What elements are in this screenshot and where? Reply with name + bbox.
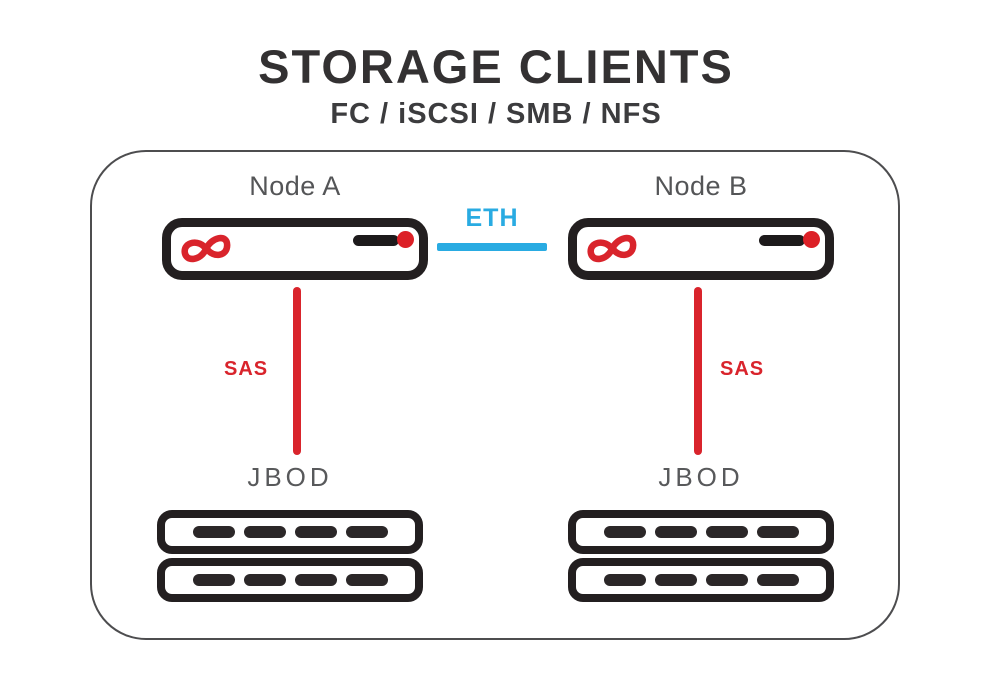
jbod-shelf	[568, 558, 834, 602]
jbod-shelf	[157, 510, 423, 554]
node-a-label: Node A	[249, 171, 341, 201]
power-led-icon	[397, 231, 414, 248]
drive-slot-icon	[243, 526, 286, 538]
jbod-shelf	[568, 510, 834, 554]
server-node-b	[568, 218, 834, 280]
drive-slot-icon	[243, 574, 286, 586]
drive-slot-icon	[192, 574, 235, 586]
page-subtitle: FC / iSCSI / SMB / NFS	[330, 98, 662, 130]
jbod-label-node-a: JBOD	[247, 462, 333, 492]
power-led-icon	[803, 231, 820, 248]
drive-slot-icon	[603, 574, 646, 586]
drive-slot-icon	[654, 526, 697, 538]
jbod-shelf	[157, 558, 423, 602]
drive-slot-icon	[705, 526, 748, 538]
drive-slot-icon	[294, 526, 337, 538]
eth-link-line	[437, 243, 547, 251]
drive-slot-icon	[294, 574, 337, 586]
server-node-a	[162, 218, 428, 280]
infinity-logo-icon	[587, 234, 637, 263]
jbod-label-node-b: JBOD	[658, 462, 744, 492]
sas-link-node-b	[694, 287, 702, 455]
infinity-logo-icon	[181, 234, 231, 263]
drive-slot-icon	[345, 526, 388, 538]
sas-label-node-b: SAS	[720, 358, 765, 380]
status-bar-icon	[353, 235, 399, 246]
drive-slot-icon	[345, 574, 388, 586]
page-title: STORAGE CLIENTS	[258, 40, 734, 93]
sas-link-node-a	[293, 287, 301, 455]
drive-slot-icon	[603, 526, 646, 538]
eth-link-label: ETH	[465, 204, 519, 232]
sas-label-node-a: SAS	[224, 358, 269, 380]
drive-slot-icon	[192, 526, 235, 538]
drive-slot-icon	[756, 526, 799, 538]
node-b-label: Node B	[654, 171, 748, 201]
drive-slot-icon	[654, 574, 697, 586]
drive-slot-icon	[756, 574, 799, 586]
status-bar-icon	[759, 235, 805, 246]
drive-slot-icon	[705, 574, 748, 586]
